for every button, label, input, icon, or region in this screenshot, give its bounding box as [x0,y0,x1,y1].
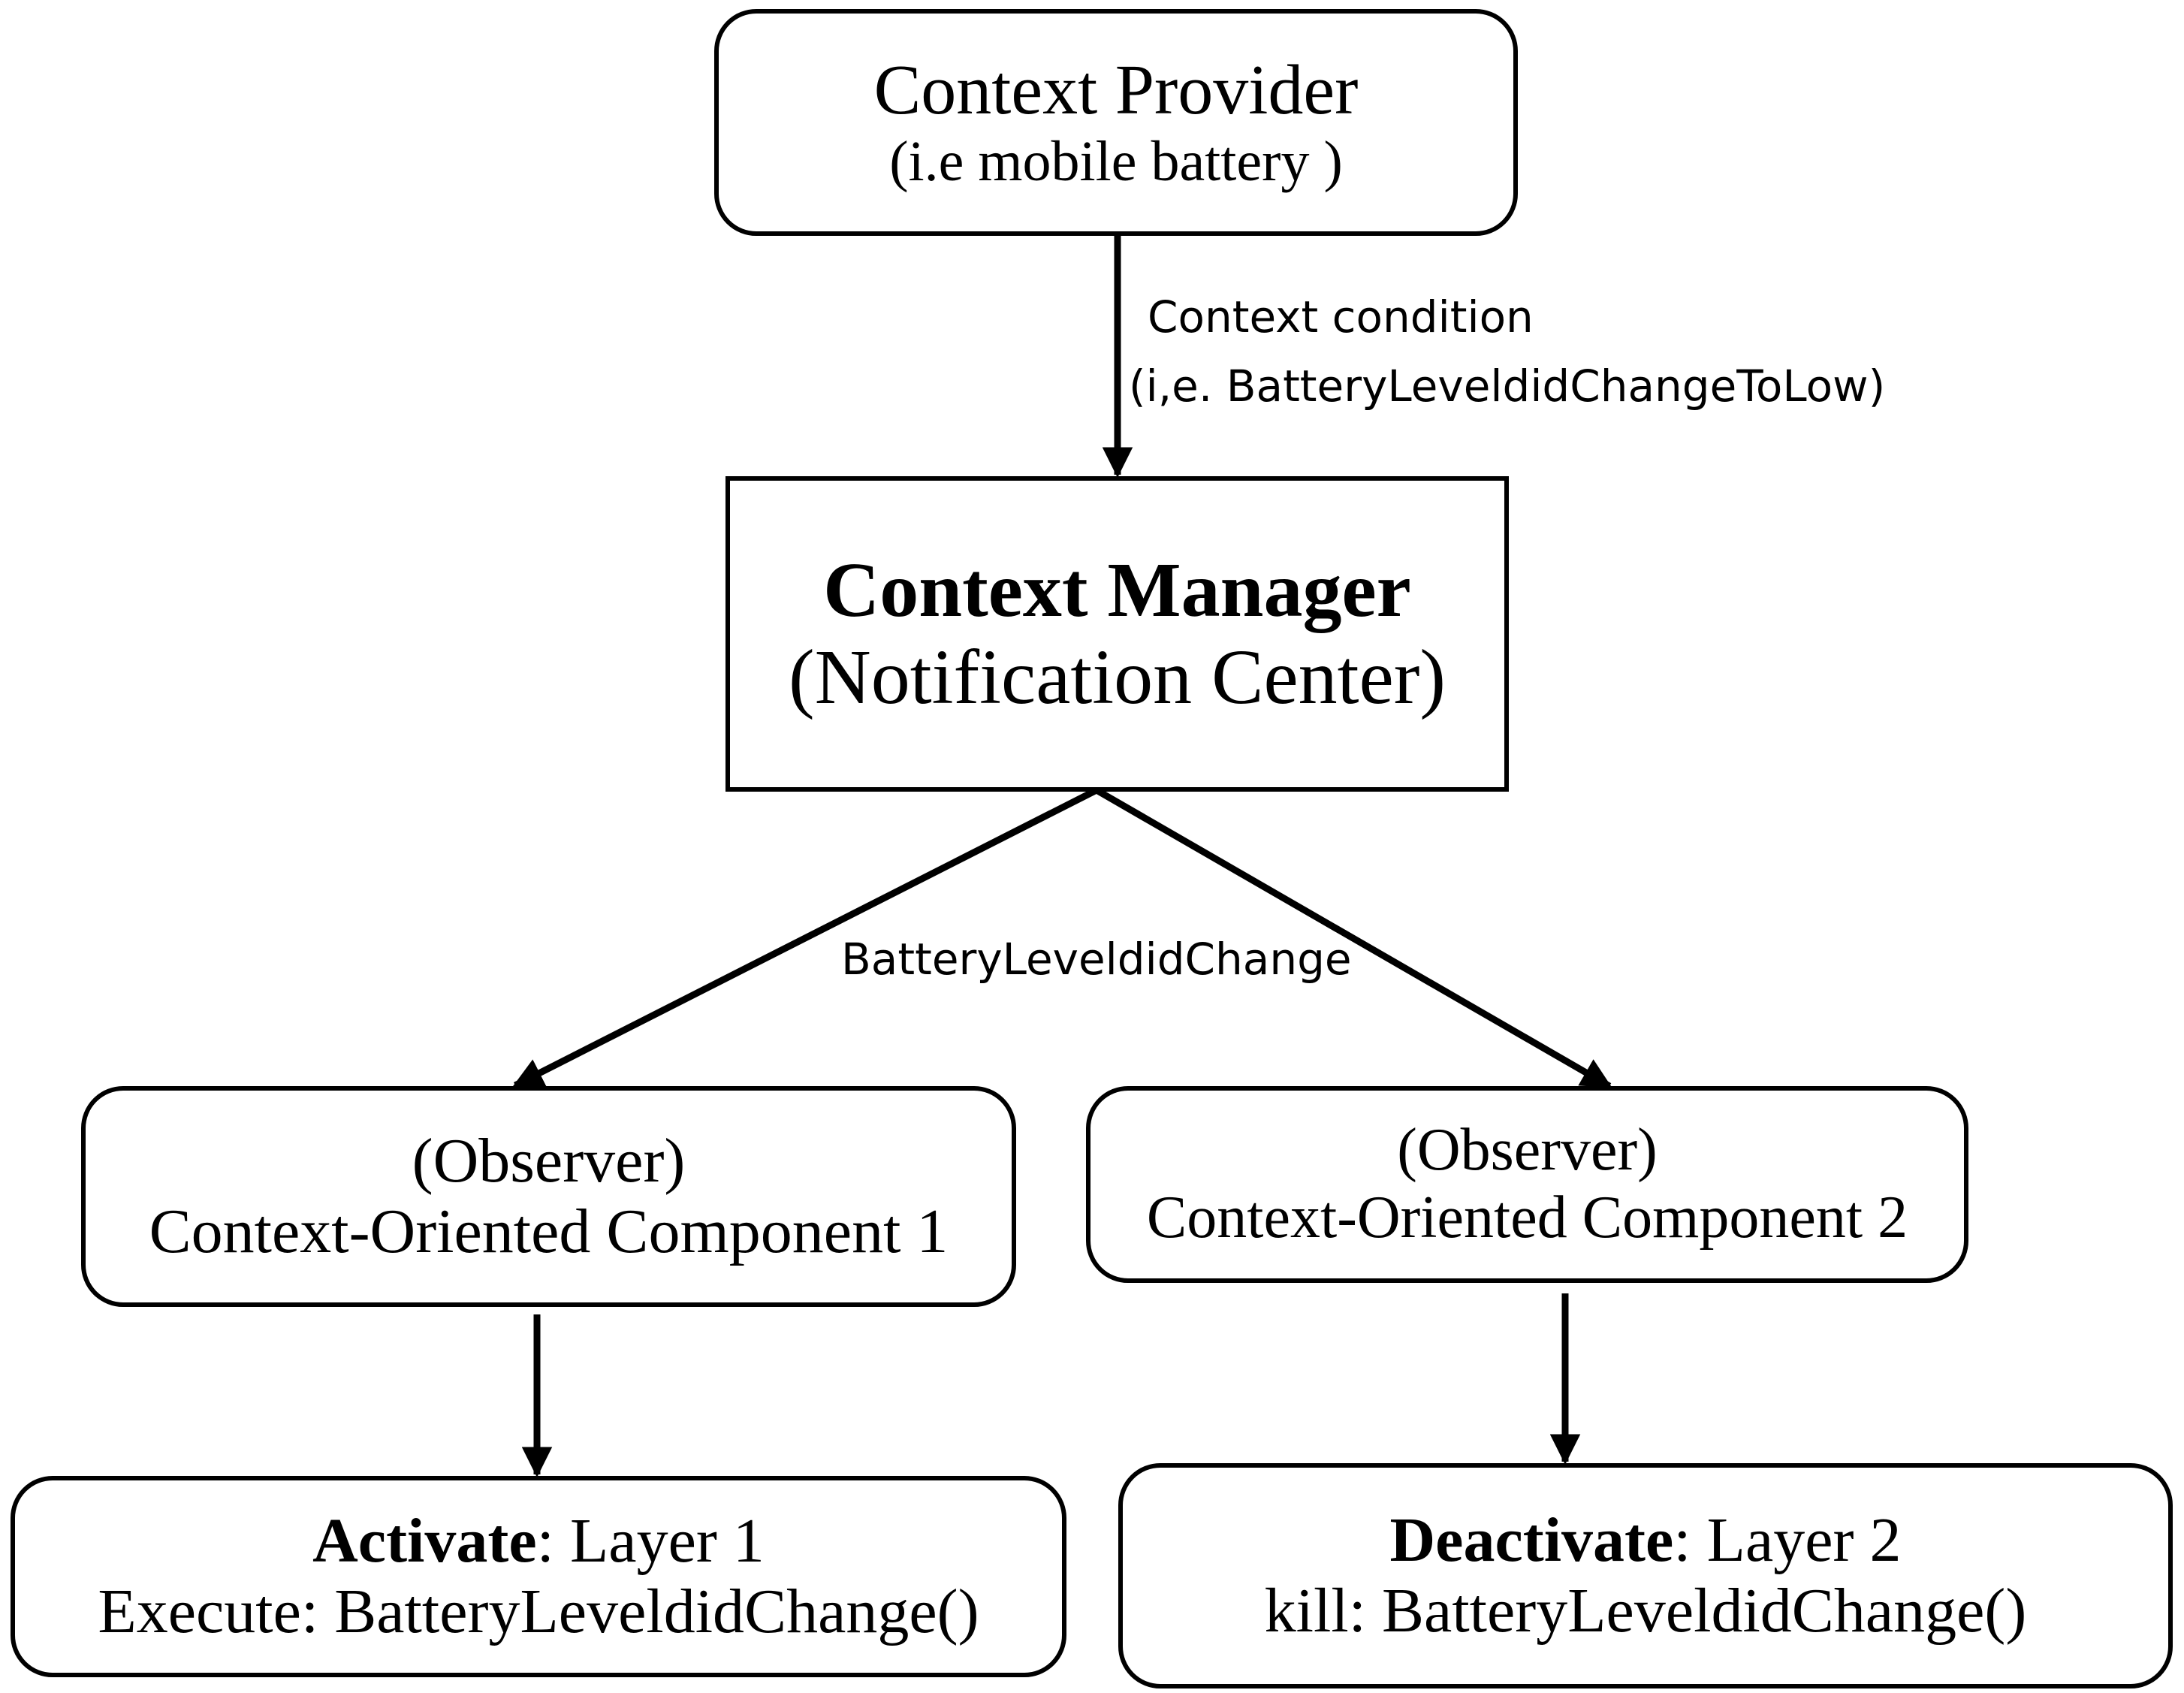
observer-2-role: (Observer) [1397,1117,1658,1184]
observer-2-name: Context-Oriented Component 2 [1146,1184,1908,1251]
layer-1-action: Activate [312,1505,537,1576]
layer-2-node: Deactivate: Layer 2 kill: BatteryLeveldi… [1118,1463,2173,1688]
arrow-manager-to-observer-1 [512,786,1099,1089]
context-condition-example-label: (i,e. BatteryLeveldidChangeToLow) [1129,362,1885,411]
layer-2-target: : Layer 2 [1673,1504,1902,1575]
layer-2-action: Deactivate [1389,1504,1674,1575]
context-condition-label: Context condition [1148,293,1534,342]
observer-1-name: Context-Oriented Component 1 [149,1197,949,1266]
layer-1-detail: Execute: BatteryLeveldidChange() [98,1577,979,1646]
context-manager-node: Context Manager (Notification Center) [725,476,1509,792]
layer-1-target: : Layer 1 [536,1505,765,1576]
context-provider-subtitle: (i.e mobile battery ) [889,130,1343,194]
arrow-manager-to-observer-2 [1094,787,1612,1089]
layer-1-action-line: Activate: Layer 1 [312,1506,765,1577]
notification-edge-text: BatteryLeveldidChange [841,934,1352,985]
context-provider-node: Context Provider (i.e mobile battery ) [714,9,1518,236]
layer-2-detail: kill: BatteryLeveldidChange() [1264,1576,2027,1646]
context-manager-subtitle: (Notification Center) [788,634,1446,720]
observer-1-node: (Observer) Context-Oriented Component 1 [81,1086,1016,1307]
layer-1-node: Activate: Layer 1 Execute: BatteryLeveld… [11,1476,1066,1677]
context-manager-title: Context Manager [823,546,1411,633]
observer-2-node: (Observer) Context-Oriented Component 2 [1086,1086,1968,1283]
context-provider-title: Context Provider [873,50,1359,129]
layer-2-action-line: Deactivate: Layer 2 [1390,1505,1902,1576]
context-condition-line-1: Context condition [1148,291,1534,343]
observer-1-role: (Observer) [412,1125,686,1196]
notification-edge-label: BatteryLeveldidChange [841,935,1352,984]
context-condition-line-2: (i,e. BatteryLeveldidChangeToLow) [1129,361,1886,412]
